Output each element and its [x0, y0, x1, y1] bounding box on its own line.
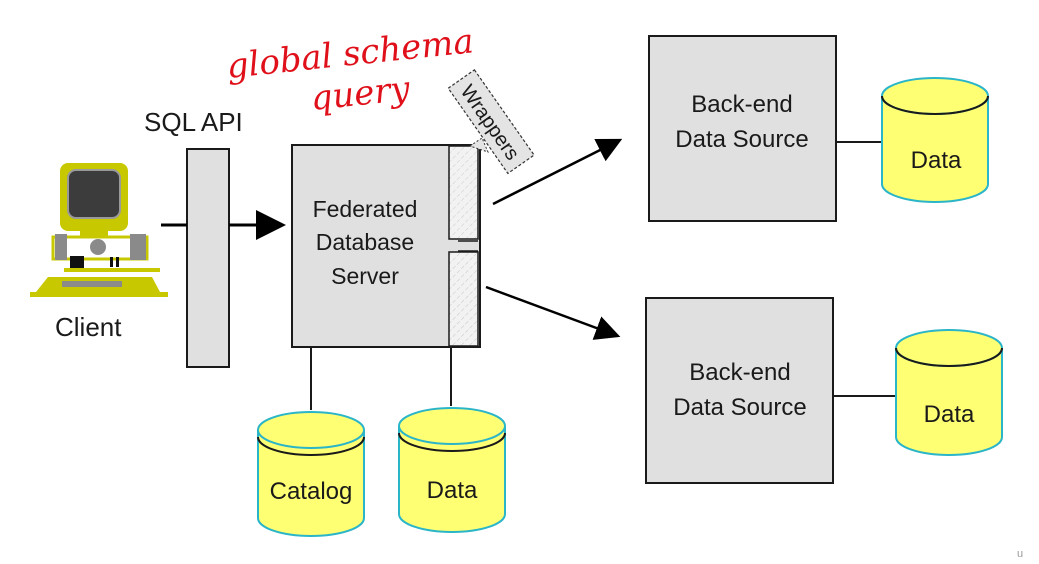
- wrappers-pointer: [468, 137, 489, 153]
- sql-api-label: SQL API: [144, 107, 243, 137]
- backend-2-line2: Data Source: [673, 394, 806, 421]
- backend-1-data-cylinder: [881, 77, 989, 203]
- backend-2-data-cylinder: [895, 329, 1003, 456]
- backend-1-line1: Back-end: [691, 91, 792, 118]
- corner-mark: u: [1017, 548, 1023, 560]
- backend-2-data-label: Data: [924, 401, 975, 428]
- server-label-line2: Database: [316, 229, 414, 255]
- backend-1-data-label: Data: [911, 147, 962, 174]
- backend-box-1: [648, 35, 837, 222]
- federated-server-box: [291, 144, 481, 348]
- server-label-line1: Federated: [313, 196, 418, 222]
- backend-box-2: [645, 297, 834, 484]
- client-label: Client: [55, 312, 122, 342]
- backend-2-line1: Back-end: [689, 359, 790, 386]
- computer-icon: [30, 163, 168, 297]
- arrow-to-backend-1: [492, 138, 623, 206]
- local-data-label: Data: [427, 477, 478, 504]
- backend-1-line2: Data Source: [675, 126, 808, 153]
- sql-api-bar: [186, 148, 230, 368]
- wrapper-slot-bottom: [448, 251, 479, 347]
- wrapper-slot-top: [448, 145, 479, 240]
- catalog-label: Catalog: [270, 478, 353, 505]
- arrow-to-backend-2: [485, 285, 621, 340]
- local-data-cylinder: [398, 407, 506, 533]
- server-label-line3: Server: [331, 263, 399, 289]
- catalog-cylinder: [257, 411, 365, 537]
